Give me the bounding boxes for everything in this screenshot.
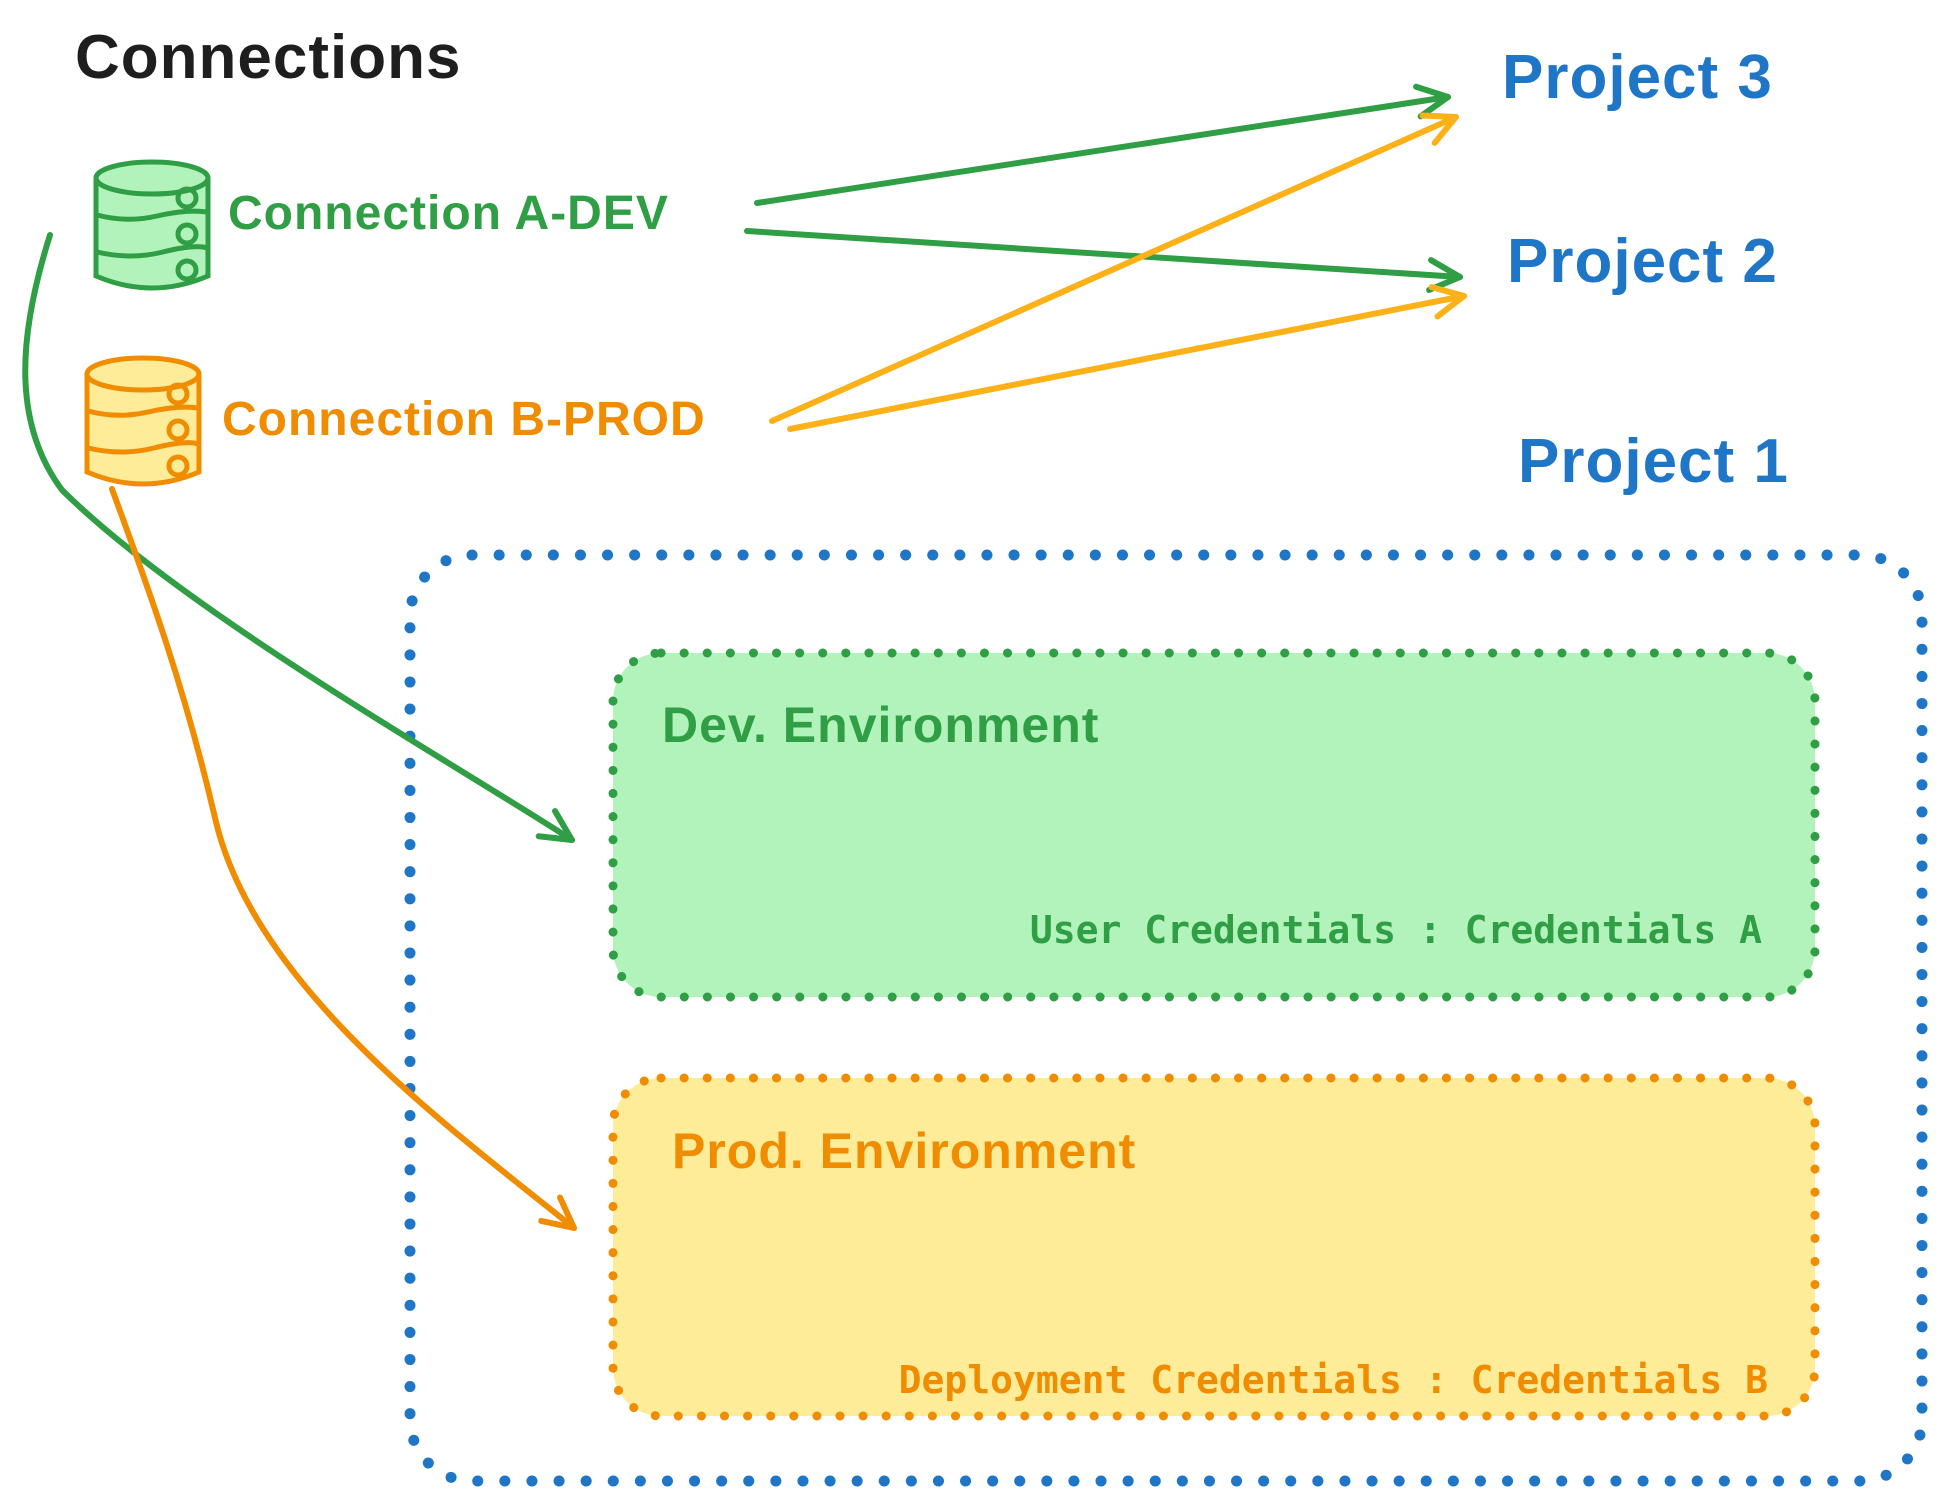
arrow-adev-to-dev-environment bbox=[22, 232, 575, 843]
dev-environment-box bbox=[608, 648, 1820, 1002]
connection-a-dev-label: Connection A-DEV bbox=[228, 187, 669, 240]
dev-environment-credentials: User Credentials : Credentials A bbox=[1029, 908, 1762, 952]
database-icon-dev bbox=[93, 159, 211, 291]
diagram-title: Connections bbox=[75, 23, 462, 92]
arrow-adev-to-project3 bbox=[754, 83, 1451, 206]
arrow-adev-to-project2 bbox=[744, 228, 1463, 294]
arrow-bprod-to-project2 bbox=[787, 284, 1467, 432]
prod-environment-title: Prod. Environment bbox=[672, 1123, 1137, 1179]
prod-environment-box bbox=[608, 1073, 1820, 1421]
arrow-bprod-to-project3 bbox=[769, 112, 1459, 424]
database-icon-prod bbox=[84, 355, 202, 487]
arrow-bprod-to-prod-environment bbox=[109, 486, 577, 1231]
project-1-label: Project 1 bbox=[1518, 427, 1789, 496]
project-3-label: Project 3 bbox=[1502, 43, 1773, 112]
prod-environment-credentials: Deployment Credentials : Credentials B bbox=[898, 1358, 1768, 1402]
connection-b-prod-label: Connection B-PROD bbox=[222, 393, 706, 446]
dev-environment-title: Dev. Environment bbox=[662, 697, 1100, 753]
project-2-label: Project 2 bbox=[1507, 227, 1778, 296]
